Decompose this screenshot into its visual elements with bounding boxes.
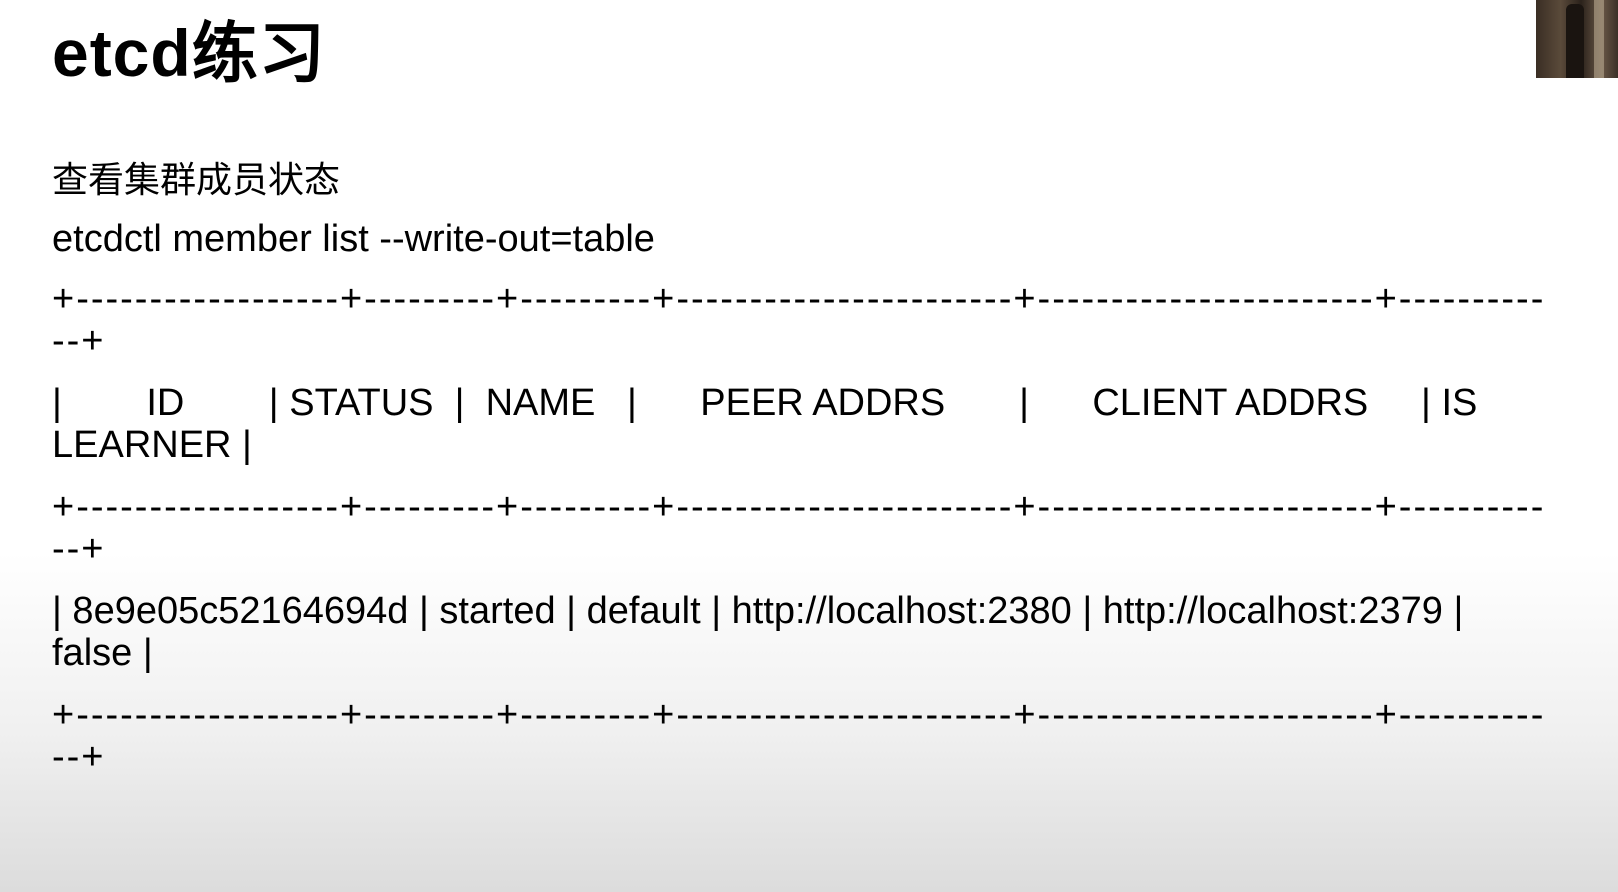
slide-subtitle: 查看集群成员状态 <box>52 159 341 200</box>
table-row: | 8e9e05c52164694d | started | default |… <box>52 590 1474 674</box>
table-border-bottom: +------------------+---------+---------+… <box>52 694 1546 778</box>
ascii-table: +------------------+---------+---------+… <box>52 278 1547 798</box>
table-border-top: +------------------+---------+---------+… <box>52 278 1546 362</box>
slide-title: etcd练习 <box>52 16 326 90</box>
table-header-row: | ID | STATUS | NAME | PEER ADDRS | CLIE… <box>52 382 1488 466</box>
command-text: etcdctl member list --write-out=table <box>52 218 655 260</box>
background-light <box>1594 0 1604 78</box>
person-silhouette <box>1566 4 1584 78</box>
table-border-middle: +------------------+---------+---------+… <box>52 486 1546 570</box>
webcam-thumbnail <box>1536 0 1618 78</box>
